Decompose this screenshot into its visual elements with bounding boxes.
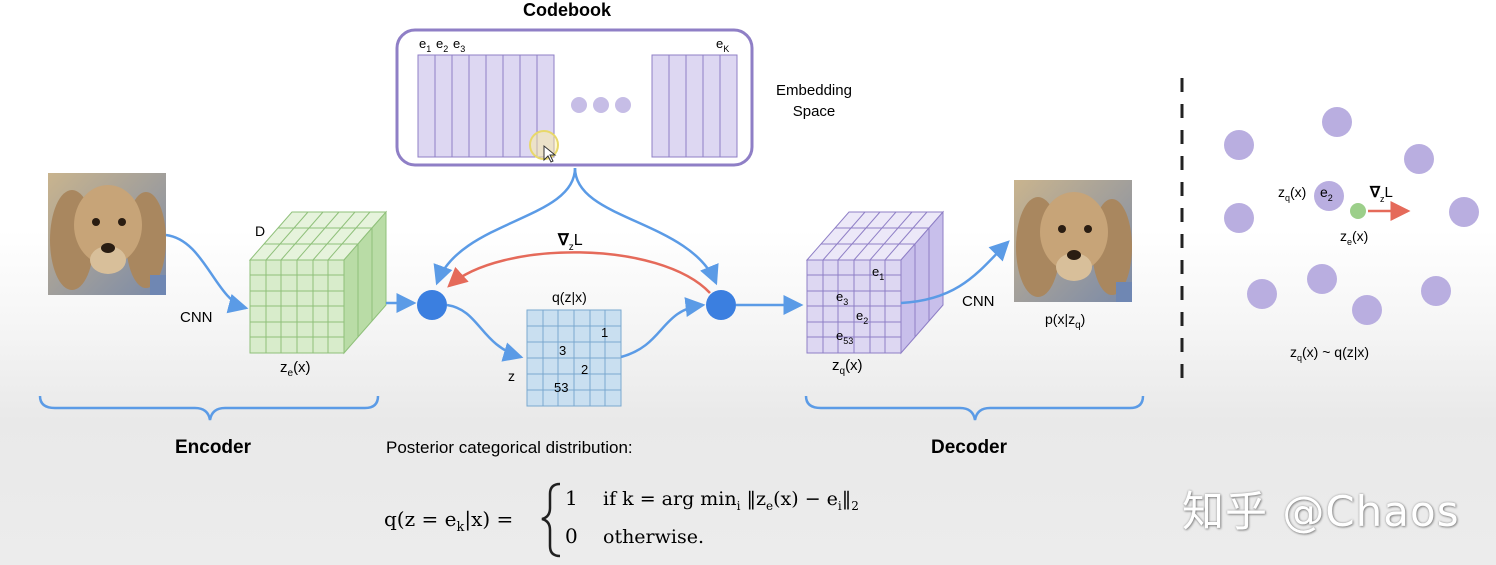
encoder-brace [38, 395, 380, 421]
grid-value-1: 1 [601, 325, 608, 340]
formula-case2-condition: otherwise. [603, 526, 704, 548]
encoder-cube: D ze(x) [248, 210, 388, 379]
posterior-caption: Posterior categorical distribution: [386, 438, 633, 457]
decoder-section-label: Decoder [931, 437, 1008, 458]
encoder-section-label: Encoder [175, 437, 252, 458]
decoder-node [706, 290, 736, 320]
embedding-space-label-1: Embedding [776, 82, 852, 99]
decoder-e53-label: e53 [836, 328, 853, 346]
grid-value-2: 2 [581, 362, 588, 377]
embedding-e2-label: e2 [1320, 184, 1333, 203]
input-dog-image [48, 173, 166, 295]
gradient-label: ∇zL [557, 232, 583, 253]
encoder-d-label: D [255, 223, 265, 239]
codebook: Codebook [395, 0, 852, 167]
formula-case2-value: 0 [565, 524, 578, 548]
ze-point [1350, 203, 1366, 219]
embedding-point-e2 [1314, 181, 1344, 211]
formula-brace [541, 482, 561, 558]
encoder-ze-label: ze(x) [280, 359, 311, 379]
gradient-arrow [447, 251, 711, 294]
mouse-cursor-icon [529, 130, 559, 163]
embedding-space-label-2: Space [793, 103, 836, 120]
decoder-e2-label: e2 [856, 308, 868, 326]
codebook-vectors-left [417, 54, 555, 158]
embedding-ze-label: ze(x) [1340, 228, 1368, 247]
embedding-bottom-label: zq(x) ~ q(z|x) [1290, 344, 1369, 363]
decoder-brace [804, 395, 1145, 421]
encoder-cnn-label: CNN [180, 309, 213, 326]
codebook-e1-label: e1 [419, 36, 431, 54]
posterior-formula: q(z = ek|x) = 1 if k = arg mini ‖ze(x) −… [384, 482, 859, 558]
grid-value-53: 53 [554, 380, 568, 395]
output-dog-image [1014, 180, 1132, 302]
embedding-view: zq(x) e2 ∇zL ze(x) zq(x) ~ q(z|x) [1224, 107, 1479, 363]
decoder-e3-label: e3 [836, 289, 848, 307]
formula-lhs: q(z = ek|x) = [384, 507, 513, 535]
embedding-grad-label: ∇zL [1369, 184, 1393, 204]
encoder-node [417, 290, 447, 320]
codebook-ek-label: eK [716, 36, 729, 54]
embedding-points [1224, 107, 1479, 325]
decoder-cube: e1 e3 e2 e53 zq(x) [805, 210, 945, 377]
px-label: p(x|zq) [1045, 311, 1085, 331]
formula-case1-condition: if k = arg mini ‖ze(x) − ei‖2 [603, 488, 859, 513]
embedding-zq-label: zq(x) [1278, 184, 1306, 203]
q-grid-label: q(z|x) [552, 289, 587, 305]
codebook-e2-label: e2 [436, 36, 448, 54]
decoder-zq-label: zq(x) [832, 357, 863, 377]
codebook-vectors-right [651, 54, 738, 158]
formula-case1-value: 1 [565, 486, 578, 510]
codebook-title: Codebook [523, 0, 612, 20]
grid-value-3: 3 [559, 343, 566, 358]
flow-arrows [165, 167, 1010, 362]
decoder-cnn-label: CNN [962, 293, 995, 310]
q-grid: 1 3 2 53 [526, 309, 622, 407]
codebook-e3-label: e3 [453, 36, 465, 54]
codebook-ellipsis [571, 97, 631, 113]
decoder-e1-label: e1 [872, 264, 884, 282]
zhihu-watermark: 知乎 @Chaos [1182, 487, 1460, 536]
z-label: z [508, 368, 515, 384]
